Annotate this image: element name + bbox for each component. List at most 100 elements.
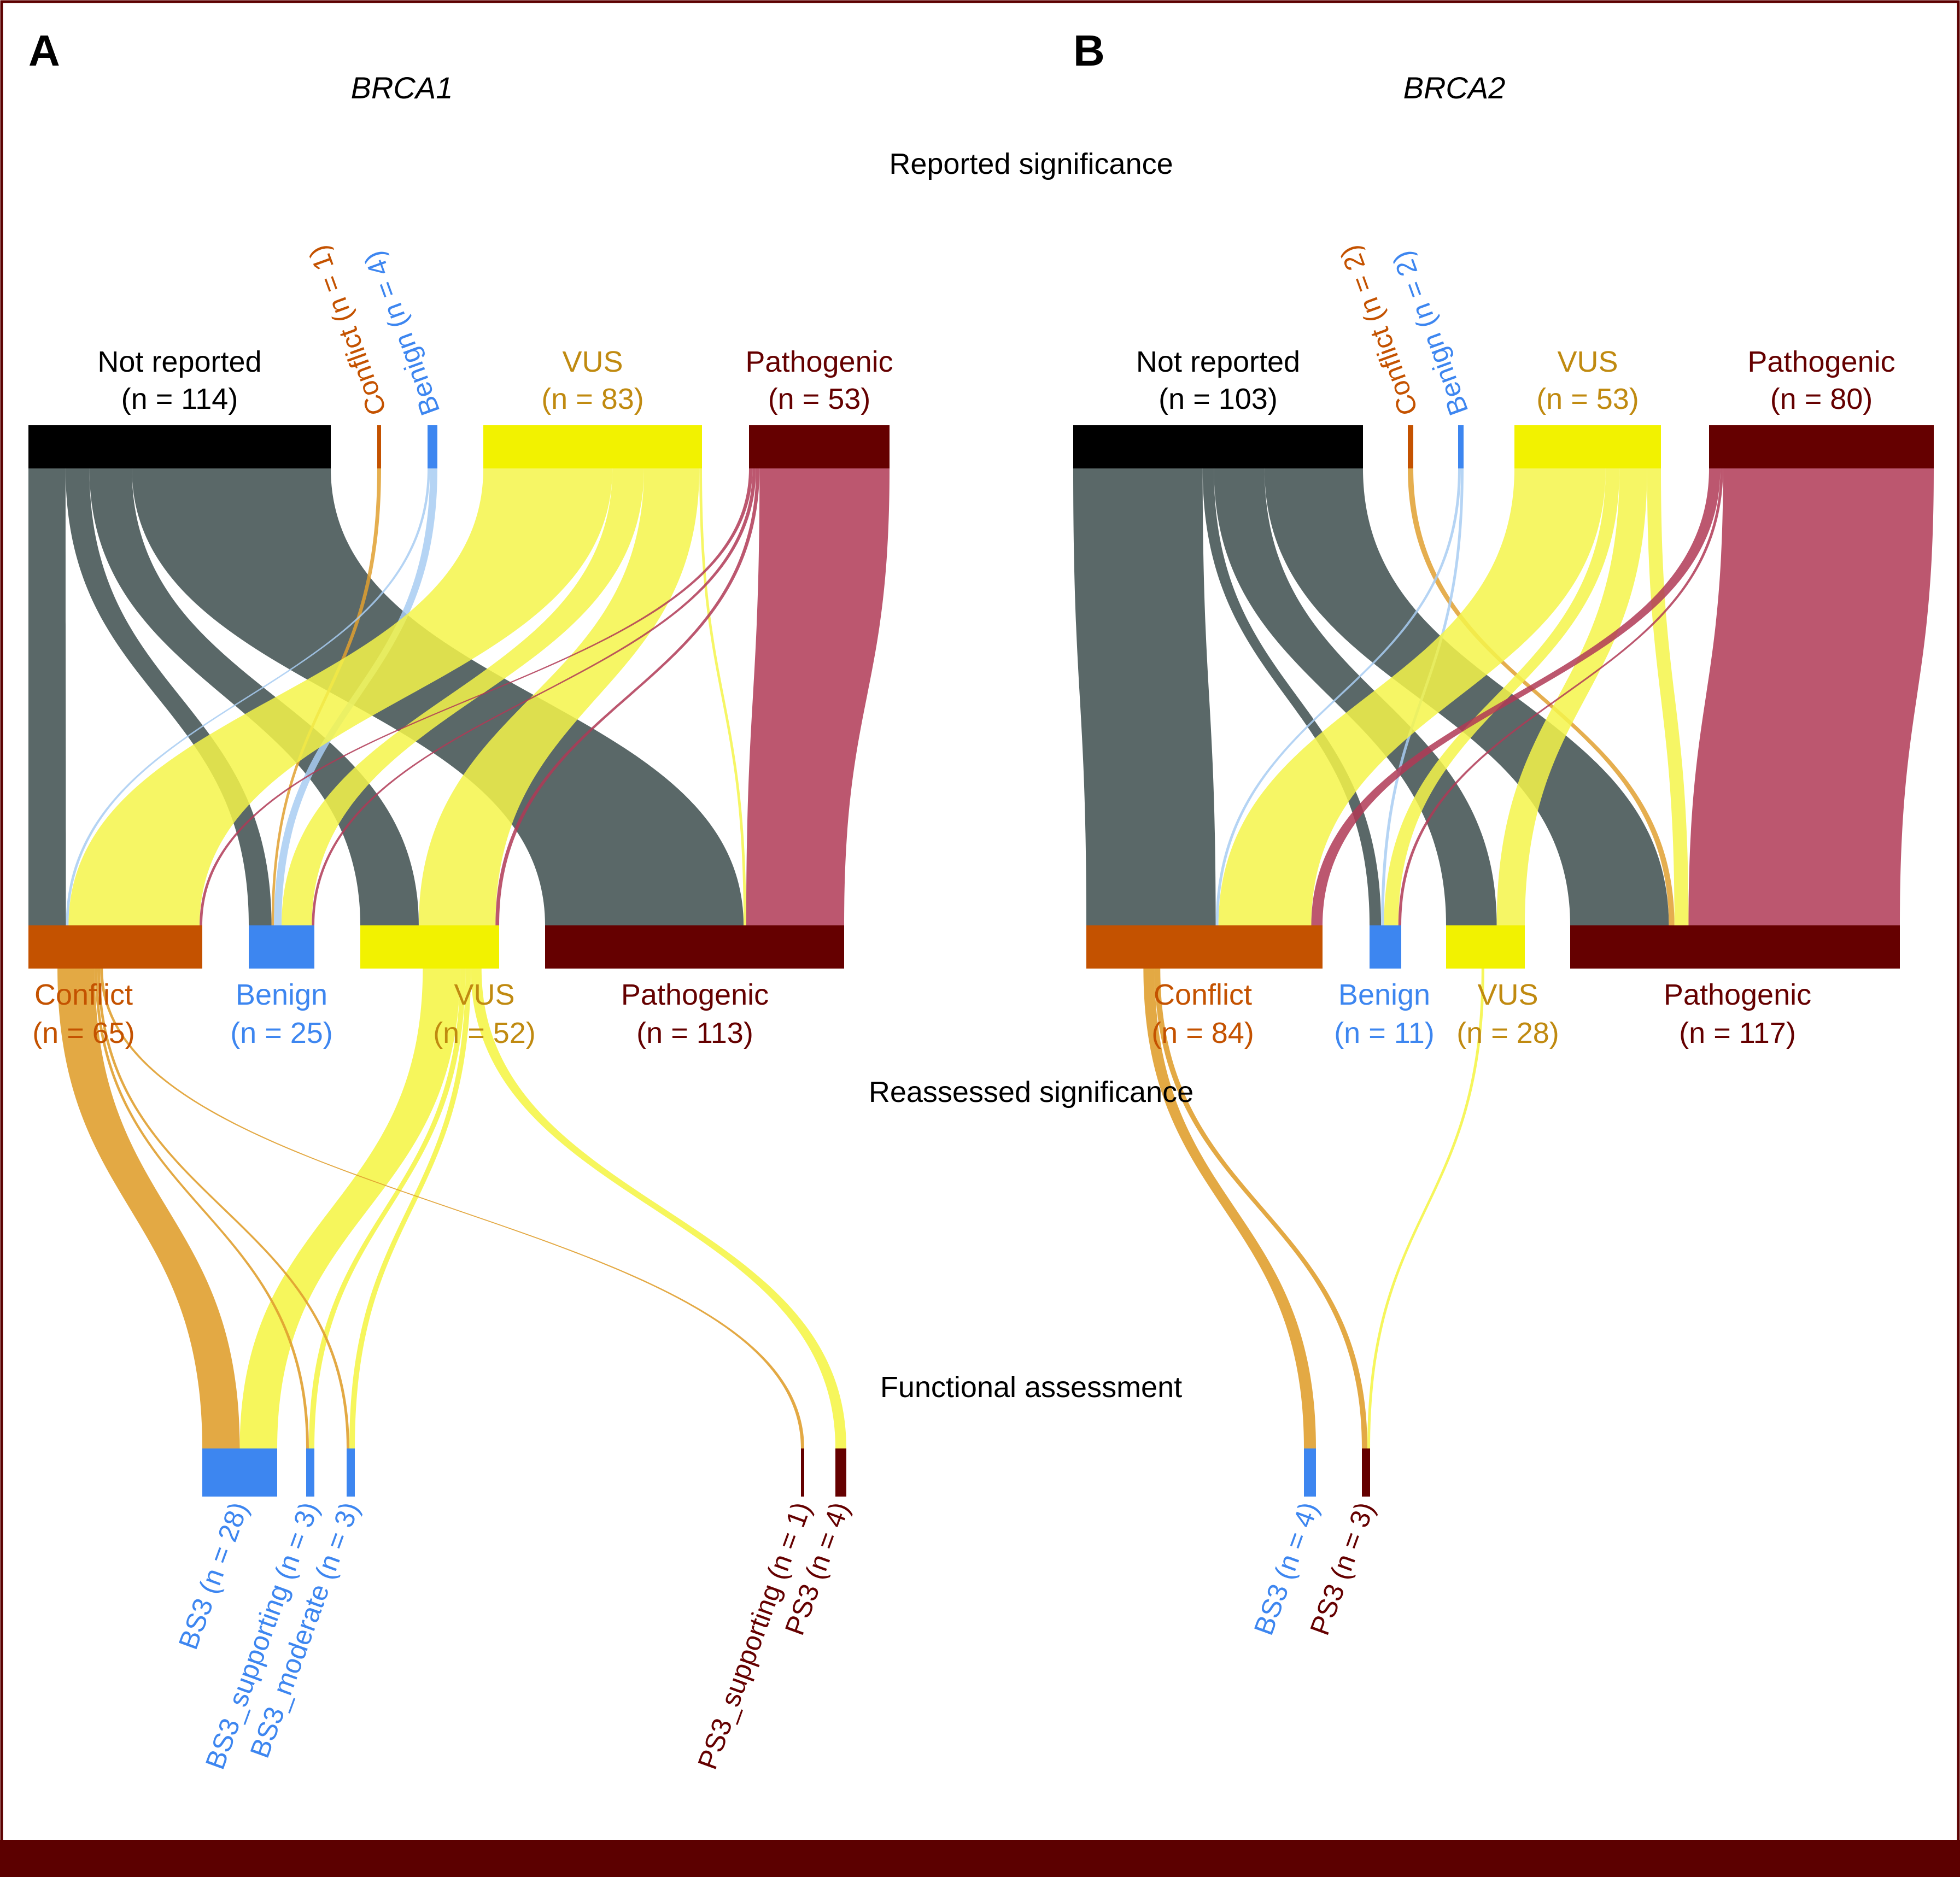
count-b-reassessed-conflict: (n = 84) (1151, 1017, 1254, 1049)
node-b-reported-nr (1073, 425, 1363, 468)
label-a-reported-vus: VUS (562, 345, 623, 378)
flow-a-nr-to-path (132, 468, 744, 925)
label-b-reported-path: Pathogenic (1747, 345, 1895, 378)
count-a-reassessed-path: (n = 113) (636, 1017, 753, 1049)
count-a-reported-path: (n = 53) (768, 383, 871, 415)
label-a-reassessed-path: Pathogenic (621, 978, 769, 1011)
count-b-reassessed-vus: (n = 28) (1456, 1017, 1559, 1049)
flow-b-benign-to-conflict (1215, 468, 1461, 925)
flow-b-conflict-to-path (1408, 468, 1675, 925)
node-b-reassessed-conflict (1086, 925, 1323, 969)
flow-a-path-to-conflict (200, 468, 753, 925)
node-b-functional-ps3 (1362, 1448, 1370, 1497)
node-b-functional-bs3 (1304, 1448, 1316, 1497)
node-a-functional-bs3m (347, 1448, 355, 1497)
functional-assessment-label: Functional assessment (880, 1371, 1182, 1404)
flow-b-vus-to-path (1647, 468, 1689, 925)
node-a-reassessed-conflict (28, 925, 202, 969)
reported-significance-label: Reported significance (889, 148, 1173, 180)
count-a-reassessed-benign: (n = 25) (230, 1017, 333, 1049)
gene-title-a: BRCA1 (351, 71, 453, 105)
flows-layer (28, 468, 1934, 1448)
count-a-reassessed-vus: (n = 52) (433, 1017, 536, 1049)
flow-b-path-to-path (1688, 468, 1934, 925)
flow-b-vus-to-conflict (1218, 468, 1606, 925)
node-a-functional-ps3 (835, 1448, 846, 1497)
gene-title-b: BRCA2 (1403, 71, 1506, 105)
flow-a-vus-to-bs3s (309, 969, 466, 1448)
node-b-reported-conflict (1408, 425, 1413, 468)
label-a-reassessed-benign: Benign (236, 978, 327, 1011)
node-b-reassessed-path (1570, 925, 1900, 969)
node-b-reassessed-benign (1370, 925, 1401, 969)
flow-a-vus-to-vus (418, 468, 700, 925)
flow-a-path-to-path (746, 468, 890, 925)
node-a-reported-vus (483, 425, 702, 468)
flow-a-path-to-vus (495, 468, 760, 925)
panel-letter-b: B (1073, 26, 1105, 75)
flow-a-benign-to-conflict (66, 468, 430, 925)
node-a-reported-path (749, 425, 890, 468)
label-b-reassessed-vus: VUS (1477, 978, 1538, 1011)
label-b-reported-nr: Not reported (1136, 345, 1300, 378)
label-a-reassessed-conflict: Conflict (34, 978, 133, 1011)
label-a-reported-nr: Not reported (97, 345, 261, 378)
flow-a-vus-to-ps3 (471, 969, 846, 1448)
flow-b-vus-to-benign (1384, 468, 1620, 925)
node-a-reassessed-vus (360, 925, 499, 969)
flow-a-nr-to-benign (65, 468, 272, 925)
count-b-reassessed-path: (n = 117) (1679, 1017, 1796, 1049)
flow-a-vus-to-conflict (68, 468, 613, 925)
flow-a-vus-to-path (699, 468, 746, 925)
count-b-reassessed-benign: (n = 11) (1334, 1017, 1435, 1049)
count-b-reported-vus: (n = 53) (1536, 383, 1639, 415)
node-a-functional-bs3 (202, 1448, 277, 1497)
flow-b-nr-to-vus (1214, 468, 1497, 925)
flow-b-path-to-conflict (1311, 468, 1721, 925)
label-b-reassessed-benign: Benign (1338, 978, 1430, 1011)
flow-b-nr-to-path (1264, 468, 1669, 925)
flow-b-vus-to-vus (1496, 468, 1647, 925)
count-b-reported-nr: (n = 103) (1159, 383, 1278, 415)
flow-b-conflict-to-ps3 (1154, 969, 1367, 1448)
flow-a-conflict-to-ps3s (100, 969, 804, 1448)
node-a-reassessed-path (545, 925, 844, 969)
node-b-reported-benign (1458, 425, 1464, 468)
flow-a-path-to-benign (312, 468, 756, 925)
node-b-reported-vus (1514, 425, 1661, 468)
flow-a-nr-to-conflict (28, 468, 66, 925)
label-a-reported-path: Pathogenic (745, 345, 893, 378)
node-a-functional-ps3s (801, 1448, 804, 1497)
node-b-reassessed-vus (1446, 925, 1525, 969)
flow-b-nr-to-benign (1202, 468, 1382, 925)
label-b-reassessed-conflict: Conflict (1154, 978, 1252, 1011)
flow-a-conflict-to-bs3 (57, 969, 240, 1448)
flow-a-conflict-to-bs3m (97, 969, 349, 1448)
node-b-reported-path (1709, 425, 1934, 468)
count-a-reported-vus: (n = 83) (541, 383, 644, 415)
count-a-reassessed-conflict: (n = 65) (32, 1017, 135, 1049)
node-a-reported-benign (428, 425, 437, 468)
flow-b-nr-to-conflict (1073, 468, 1216, 925)
reassessed-significance-label: Reassessed significance (869, 1076, 1193, 1108)
flow-a-vus-to-benign (282, 468, 644, 925)
count-a-reported-nr: (n = 114) (121, 383, 238, 415)
flow-a-conflict-to-bs3s (95, 969, 309, 1448)
node-a-reported-conflict (377, 425, 381, 468)
node-a-reassessed-benign (249, 925, 314, 969)
label-a-reassessed-vus: VUS (454, 978, 514, 1011)
node-a-functional-bs3s (306, 1448, 314, 1497)
panel-letter-a: A (28, 26, 60, 75)
nodes-layer (28, 425, 1934, 1497)
flow-b-vus-to-ps3 (1367, 969, 1484, 1448)
flow-b-path-to-benign (1398, 468, 1723, 925)
bottom-band (0, 1840, 1960, 1877)
flow-b-conflict-to-bs3 (1143, 969, 1316, 1448)
label-a-functional-bs3: BS3 (n = 28) (173, 1498, 254, 1653)
label-b-reported-vus: VUS (1557, 345, 1618, 378)
count-b-reported-path: (n = 80) (1770, 383, 1873, 415)
flow-a-vus-to-bs3 (239, 969, 460, 1448)
label-b-reassessed-path: Pathogenic (1664, 978, 1811, 1011)
